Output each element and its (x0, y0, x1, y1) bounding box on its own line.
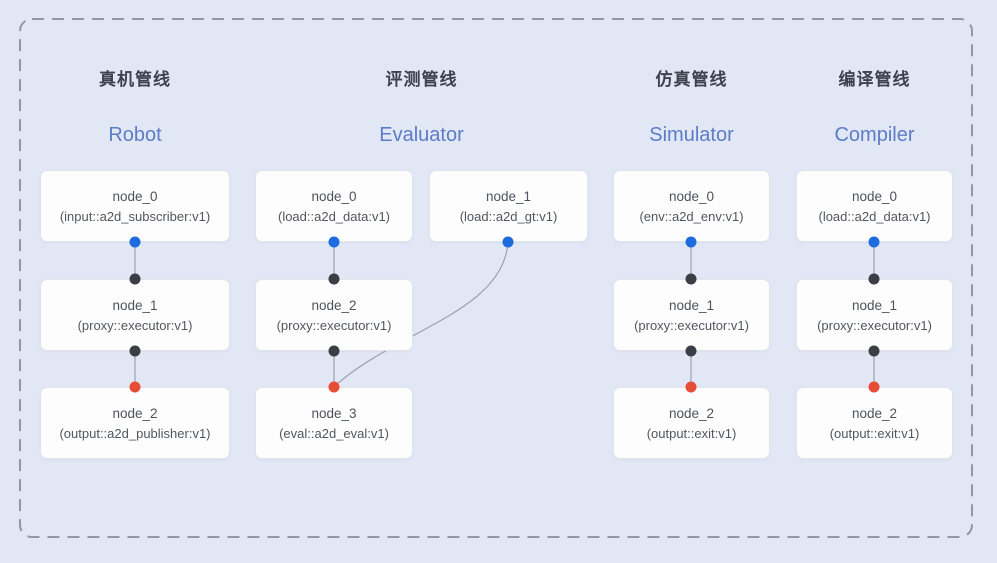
node-type: (output::exit:v1) (829, 425, 920, 441)
node-name: node_1 (668, 297, 715, 313)
node-box-compiler-node1: node_1 (proxy::executor:v1) (796, 279, 953, 351)
node-box-evaluator-node1: node_1 (load::a2d_gt:v1) (429, 170, 588, 242)
node-box-compiler-node0: node_0 (load::a2d_data:v1) (796, 170, 953, 242)
pipeline-title-en-evaluator: Evaluator (379, 124, 464, 146)
node-type: (load::a2d_data:v1) (277, 208, 391, 224)
node-type: (input::a2d_subscriber:v1) (59, 208, 211, 224)
pipeline-title-en-compiler: Compiler (834, 124, 915, 146)
node-type: (env::a2d_env:v1) (639, 208, 744, 224)
node-name: node_2 (668, 405, 715, 421)
node-name: node_2 (851, 405, 898, 421)
node-name: node_0 (112, 188, 158, 204)
node-type: (load::a2d_data:v1) (818, 208, 931, 224)
node-box-simulator-node1: node_1 (proxy::executor:v1) (613, 279, 770, 351)
node-box-compiler-node2: node_2 (output::exit:v1) (796, 387, 953, 459)
node-box-robot-node2: node_2 (output::a2d_publisher:v1) (40, 387, 230, 459)
pipeline-title-zh-robot: 真机管线 (99, 70, 171, 89)
pipeline-title-zh-simulator: 仿真管线 (655, 70, 728, 89)
dashed-boundary (19, 18, 973, 538)
node-type: (eval::a2d_eval:v1) (279, 425, 389, 441)
node-box-robot-node0: node_0 (input::a2d_subscriber:v1) (40, 170, 230, 242)
node-name: node_3 (311, 405, 357, 421)
pipeline-title-en-simulator: Simulator (649, 124, 734, 146)
node-box-simulator-node2: node_2 (output::exit:v1) (613, 387, 770, 459)
node-name: node_2 (311, 297, 357, 313)
node-box-evaluator-node2: node_2 (proxy::executor:v1) (255, 279, 413, 351)
node-name: node_0 (311, 188, 357, 204)
node-type: (proxy::executor:v1) (634, 317, 749, 333)
node-type: (output::exit:v1) (646, 425, 737, 441)
node-name: node_2 (112, 405, 158, 421)
node-name: node_1 (851, 297, 898, 313)
node-box-evaluator-node3: node_3 (eval::a2d_eval:v1) (255, 387, 413, 459)
node-type: (load::a2d_gt:v1) (459, 208, 558, 224)
node-name: node_0 (851, 188, 898, 204)
node-type: (proxy::executor:v1) (77, 317, 193, 333)
node-type: (proxy::executor:v1) (817, 317, 932, 333)
pipeline-title-en-robot: Robot (108, 124, 162, 146)
node-box-simulator-node0: node_0 (env::a2d_env:v1) (613, 170, 770, 242)
node-box-robot-node1: node_1 (proxy::executor:v1) (40, 279, 230, 351)
pipeline-title-zh-compiler: 编译管线 (838, 70, 911, 89)
pipeline-title-zh-evaluator: 评测管线 (385, 70, 458, 89)
node-box-evaluator-node0: node_0 (load::a2d_data:v1) (255, 170, 413, 242)
node-type: (output::a2d_publisher:v1) (59, 425, 211, 441)
node-name: node_1 (112, 297, 158, 313)
node-name: node_0 (668, 188, 715, 204)
node-type: (proxy::executor:v1) (276, 317, 392, 333)
node-name: node_1 (485, 188, 532, 204)
